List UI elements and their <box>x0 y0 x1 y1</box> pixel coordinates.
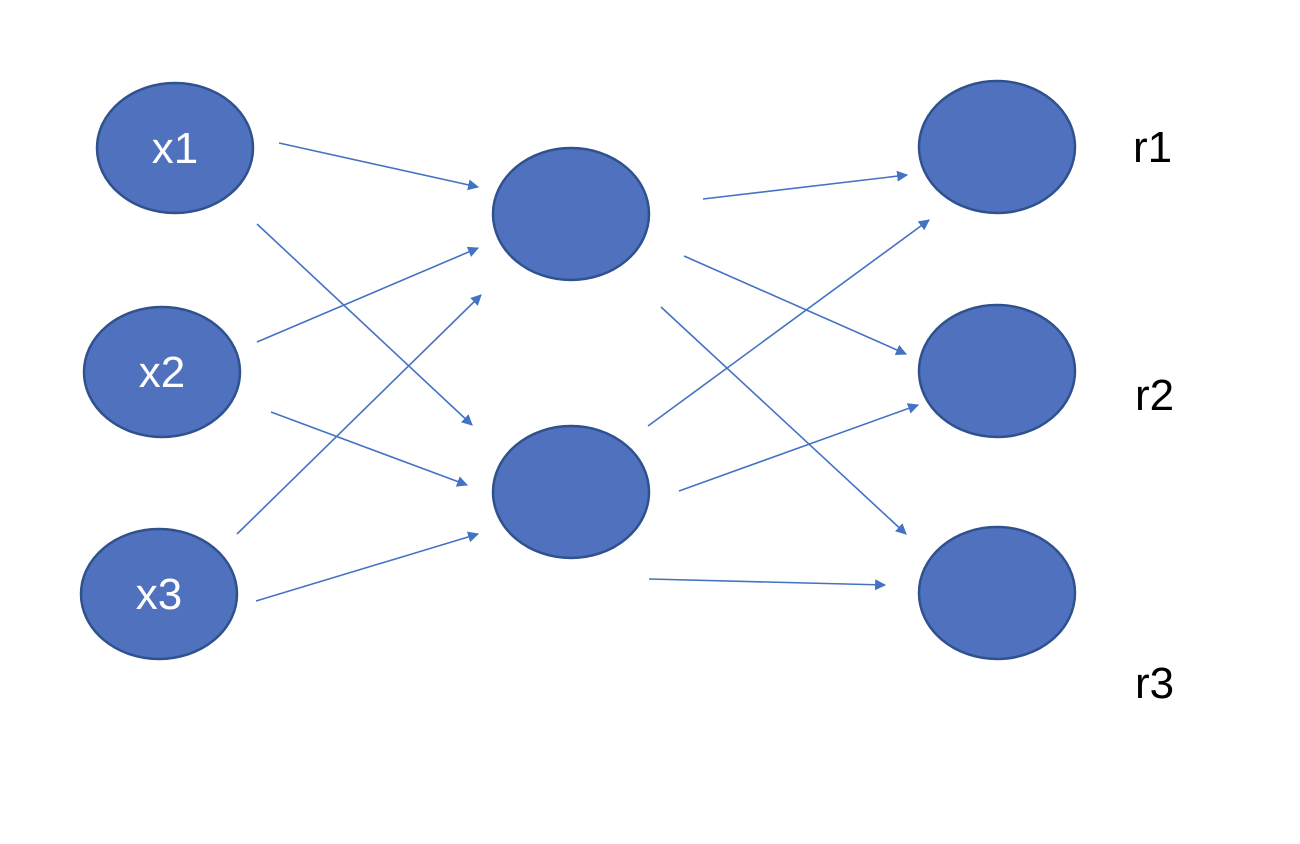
edge-h2-to-o1 <box>647 219 930 427</box>
edge-x1-to-h2 <box>256 223 473 426</box>
output-label-r3: r3 <box>1135 659 1174 708</box>
output-node-shape <box>917 303 1077 439</box>
input-node-shape <box>95 81 255 215</box>
edge-x1-to-h1 <box>278 142 480 191</box>
hidden-node-h1 <box>491 146 651 282</box>
edge-h1-to-o3 <box>660 306 907 535</box>
hidden-node-h2 <box>491 424 651 560</box>
hidden-node-shape <box>491 424 651 560</box>
input-node-shape <box>82 305 242 439</box>
edge-h2-to-o2 <box>678 403 920 492</box>
output-node-o3 <box>917 525 1077 661</box>
input-node-x2: x2 <box>82 305 242 439</box>
edge-h1-to-o2 <box>683 255 908 356</box>
output-node-shape <box>917 525 1077 661</box>
edge-x3-to-h2 <box>255 531 480 602</box>
input-node-x3: x3 <box>79 527 239 661</box>
edges-layer <box>236 142 930 602</box>
edge-h2-to-o3 <box>648 578 887 591</box>
edge-x3-to-h1 <box>236 294 482 535</box>
output-node-o1 <box>917 79 1077 215</box>
output-labels-layer: r1 r2 r3 <box>1133 123 1174 708</box>
output-node-shape <box>917 79 1077 215</box>
input-node-label: x2 <box>139 348 185 397</box>
output-node-o2 <box>917 303 1077 439</box>
edge-x2-to-h2 <box>270 411 469 487</box>
edge-x2-to-h1 <box>256 246 480 343</box>
input-node-x1: x1 <box>95 81 255 215</box>
input-node-label: x1 <box>152 124 198 173</box>
nodes-layer: x1 x2 x3 <box>79 79 1077 661</box>
output-label-r2: r2 <box>1135 371 1174 420</box>
hidden-node-shape <box>491 146 651 282</box>
input-node-shape <box>79 527 239 661</box>
edge-h1-to-o1 <box>702 170 909 200</box>
output-label-r1: r1 <box>1133 123 1172 172</box>
input-node-label: x3 <box>136 570 182 619</box>
